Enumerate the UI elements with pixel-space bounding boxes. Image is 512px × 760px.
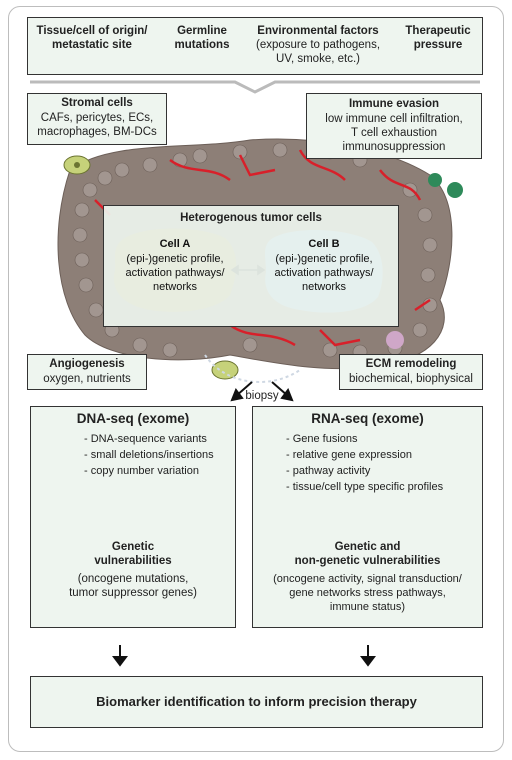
dna-vuln-title: Genetic vulnerabilities bbox=[94, 541, 172, 567]
angiogenesis-body: oxygen, nutrients bbox=[43, 373, 131, 385]
dna-item: - DNA-sequence variants bbox=[84, 433, 207, 445]
rna-item: - tissue/cell type specific profiles bbox=[286, 481, 444, 493]
rna-seq-box bbox=[252, 406, 483, 628]
dna-item: - small deletions/insertions bbox=[84, 449, 214, 461]
angiogenesis-box bbox=[27, 354, 147, 390]
stromal-title: Stromal cells bbox=[61, 97, 133, 109]
cell-b-body: (epi-)genetic profile, activation pathwa… bbox=[274, 253, 374, 293]
rna-vuln-title: Genetic and non-genetic vulnerabilities bbox=[294, 541, 441, 567]
top-brace bbox=[30, 80, 480, 94]
immune-title: Immune evasion bbox=[348, 98, 440, 110]
origin-site-label: Tissue/cell of origin/ metastatic site bbox=[36, 25, 148, 51]
stromal-cells-drawn bbox=[63, 155, 463, 380]
germline-label: Germline mutations bbox=[174, 25, 230, 51]
immune-box bbox=[306, 93, 482, 159]
dna-item: - copy number variation bbox=[84, 465, 199, 477]
angiogenesis-title: Angiogenesis bbox=[49, 358, 125, 370]
origin-factors-box bbox=[27, 17, 483, 75]
stromal-body: CAFs, pericytes, ECs, macrophages, BM-DC… bbox=[37, 112, 157, 138]
ecm-body: biochemical, biophysical bbox=[348, 373, 473, 385]
rna-item: - relative gene expression bbox=[286, 449, 412, 461]
therapeutic-label: Therapeutic pressure bbox=[405, 25, 471, 51]
environment-label: Environmental factors bbox=[257, 25, 379, 37]
cell-a-title: Cell A bbox=[159, 238, 191, 250]
immune-body: low immune cell infiltration, T cell exh… bbox=[325, 113, 463, 153]
biomarker-label: Biomarker identification to inform preci… bbox=[96, 694, 417, 709]
ecm-box bbox=[339, 354, 483, 390]
rna-item: - pathway activity bbox=[286, 465, 371, 477]
rna-vuln-body: (oncogene activity, signal transduction/… bbox=[273, 573, 462, 613]
dna-seq-box bbox=[30, 406, 236, 628]
blood-vessels bbox=[94, 149, 431, 347]
cell-b-title: Cell B bbox=[308, 238, 340, 250]
biopsy-arrows bbox=[230, 381, 294, 402]
dna-seq-title: DNA-seq (exome) bbox=[76, 411, 190, 426]
environment-detail: (exposure to pathogens, UV, smoke, etc.) bbox=[255, 39, 381, 65]
dna-vuln-body: (oncogene mutations, tumor suppressor ge… bbox=[69, 573, 197, 599]
biopsy-label: biopsy bbox=[245, 390, 279, 402]
cell-a-body: (epi-)genetic profile, activation pathwa… bbox=[125, 253, 225, 293]
rna-item: - Gene fusions bbox=[286, 433, 358, 445]
ecm-title: ECM remodeling bbox=[365, 358, 457, 370]
biomarker-box bbox=[30, 676, 483, 728]
stromal-box bbox=[27, 93, 167, 145]
heterogenous-title: Heterogenous tumor cells bbox=[180, 212, 322, 224]
rna-seq-title: RNA-seq (exome) bbox=[311, 411, 424, 426]
heterogenous-box bbox=[103, 205, 399, 327]
